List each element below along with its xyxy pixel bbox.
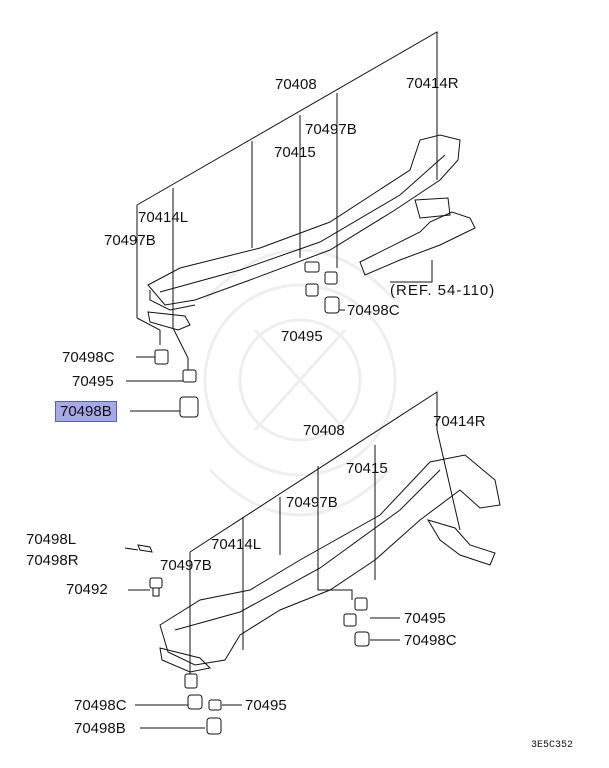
part-label-70497b-lower-left[interactable]: 70497B <box>160 557 212 574</box>
part-label-70498c-upper-left[interactable]: 70498C <box>62 349 115 366</box>
part-label-70415-lower[interactable]: 70415 <box>346 460 388 477</box>
part-label-70415-upper[interactable]: 70415 <box>274 144 316 161</box>
lower-fasteners <box>137 544 370 735</box>
part-label-70495-upper-right[interactable]: 70495 <box>281 328 323 345</box>
upper-bracket-left <box>147 311 191 331</box>
part-label-70414l-lower[interactable]: 70414L <box>211 536 262 553</box>
part-label-70498c-upper-right[interactable]: 70498C <box>347 302 400 319</box>
part-label-70497b-upper-right[interactable]: 70497B <box>305 121 357 138</box>
part-label-70498c-lower-right[interactable]: 70498C <box>404 632 457 649</box>
part-label-70498r[interactable]: 70498R <box>26 552 79 569</box>
lower-spoiler-body <box>159 454 501 666</box>
part-label-70498c-lower-left[interactable]: 70498C <box>74 697 127 714</box>
lower-bracket-left <box>159 647 212 673</box>
upper-assembly <box>126 31 476 412</box>
part-label-70414r-upper[interactable]: 70414R <box>406 75 459 92</box>
lower-assembly <box>124 391 501 729</box>
ref-label-54-110: (REF. 54-110) <box>390 282 496 299</box>
part-label-70408-upper[interactable]: 70408 <box>275 76 317 93</box>
part-label-70497b-upper-left[interactable]: 70497B <box>104 232 156 249</box>
lower-bracket-right <box>426 519 496 566</box>
part-label-70498b-highlighted[interactable]: 70498B <box>55 401 117 422</box>
part-label-70408-lower[interactable]: 70408 <box>303 422 345 439</box>
part-label-70498l[interactable]: 70498L <box>26 531 77 548</box>
part-label-70414r-lower[interactable]: 70414R <box>433 413 486 430</box>
diagram-code: 3E5C352 <box>531 740 574 751</box>
upper-bracket-right <box>359 211 476 276</box>
part-label-70492[interactable]: 70492 <box>66 581 108 598</box>
part-label-70498b-lower[interactable]: 70498B <box>74 720 126 737</box>
part-label-70495-upper-left[interactable]: 70495 <box>72 373 114 390</box>
upper-fasteners <box>154 261 340 418</box>
upper-spoiler-body <box>147 134 461 306</box>
part-label-70495-lower-left[interactable]: 70495 <box>245 697 287 714</box>
part-label-70497b-lower-right[interactable]: 70497B <box>286 494 338 511</box>
part-label-70495-lower-right[interactable]: 70495 <box>404 610 446 627</box>
part-label-70414l-upper[interactable]: 70414L <box>138 209 189 226</box>
